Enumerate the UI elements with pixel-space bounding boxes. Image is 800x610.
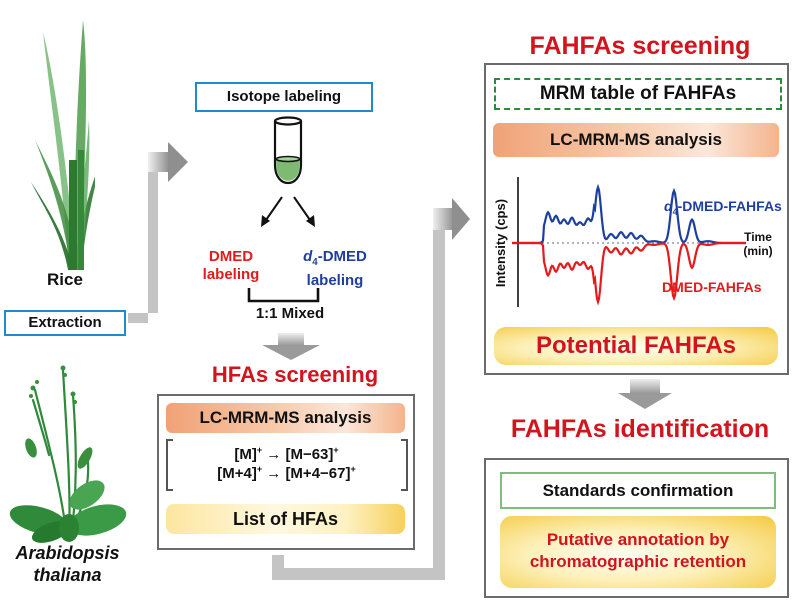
mixed-label: 1:1 Mixed	[255, 305, 325, 322]
extraction-box: Extraction	[4, 310, 126, 336]
mirror-chromatogram: Intensity (cps) Time (min)	[493, 177, 773, 307]
x-axis-label-line2: (min)	[743, 244, 772, 258]
fahfas-analysis-bar: LC-MRM-MS analysis	[493, 123, 779, 157]
rice-label: Rice	[47, 270, 83, 289]
hfas-analysis-bar: LC-MRM-MS analysis	[166, 403, 405, 433]
arabidopsis-label: Arabidopsis thaliana	[0, 542, 135, 586]
dmed-labeling-line1: DMED	[208, 248, 254, 265]
standards-confirmation-box: Standards confirmation	[500, 472, 776, 509]
arrow-extraction-to-labeling	[128, 142, 188, 323]
x-axis-label-line1: Time	[744, 230, 772, 244]
isotope-labeling-box: Isotope labeling	[195, 82, 373, 112]
fahfas-identification-panel: Standards confirmation Putative annotati…	[484, 458, 789, 598]
split-arrows	[261, 196, 315, 227]
d4-subscript: 4	[312, 257, 318, 268]
dmed-trace	[512, 241, 746, 306]
tube-and-split-arrows	[261, 116, 315, 227]
dmed-labeling-line2: labeling	[202, 266, 260, 283]
rice-plant-icon	[31, 20, 95, 270]
y-axis-label: Intensity (cps)	[493, 199, 508, 287]
arabidopsis-plant-icon	[9, 365, 127, 543]
putative-annotation-line2: chromatographic retention	[529, 552, 747, 571]
putative-annotation-box: Putative annotation by chromatographic r…	[500, 516, 776, 588]
potential-fahfas-bar: Potential FAHFAs	[494, 327, 778, 365]
putative-annotation-line1: Putative annotation by	[546, 530, 730, 549]
transition-2: [M+4]+ → [M+4−67]+	[217, 464, 356, 482]
transition-1: [M]+ → [M−63]+	[234, 445, 339, 463]
mrm-table-box: MRM table of FAHFAs	[494, 78, 782, 110]
d4-dmed-fahfas-legend: d4-DMED-FAHFAs	[664, 198, 782, 217]
mix-bracket	[247, 288, 320, 303]
hfas-screening-title: HFAs screening	[211, 362, 379, 387]
arrow-hfas-to-fahfas	[272, 198, 470, 580]
transition-brackets	[166, 439, 408, 491]
d4-rest: -DMED	[317, 248, 367, 265]
fahfas-screening-panel: MRM table of FAHFAs LC-MRM-MS analysis I…	[484, 63, 789, 375]
sample-tube-icon	[273, 116, 303, 184]
d4-dmed-trace	[512, 183, 746, 245]
arabidopsis-label-line2: thaliana	[33, 565, 102, 585]
d4-dmed-labeling-label: d4-DMED labeling	[280, 248, 390, 290]
d4-dmed-labeling-line2: labeling	[306, 272, 364, 289]
arabidopsis-label-line1: Arabidopsis	[15, 543, 120, 563]
arrow-down-identification	[618, 379, 672, 409]
d4-italic: d	[303, 248, 313, 265]
dmed-labeling-label: DMED labeling	[186, 248, 276, 284]
arrow-down-mix	[262, 333, 320, 360]
hfas-screening-panel: LC-MRM-MS analysis [M]+ → [M−63]+ [M+4]+…	[157, 394, 415, 550]
fahfas-identification-title: FAHFAs identification	[510, 415, 770, 443]
list-of-hfas-bar: List of HFAs	[166, 504, 405, 534]
fahfas-screening-title: FAHFAs screening	[529, 32, 751, 60]
dmed-fahfas-legend: DMED-FAHFAs	[662, 279, 762, 295]
